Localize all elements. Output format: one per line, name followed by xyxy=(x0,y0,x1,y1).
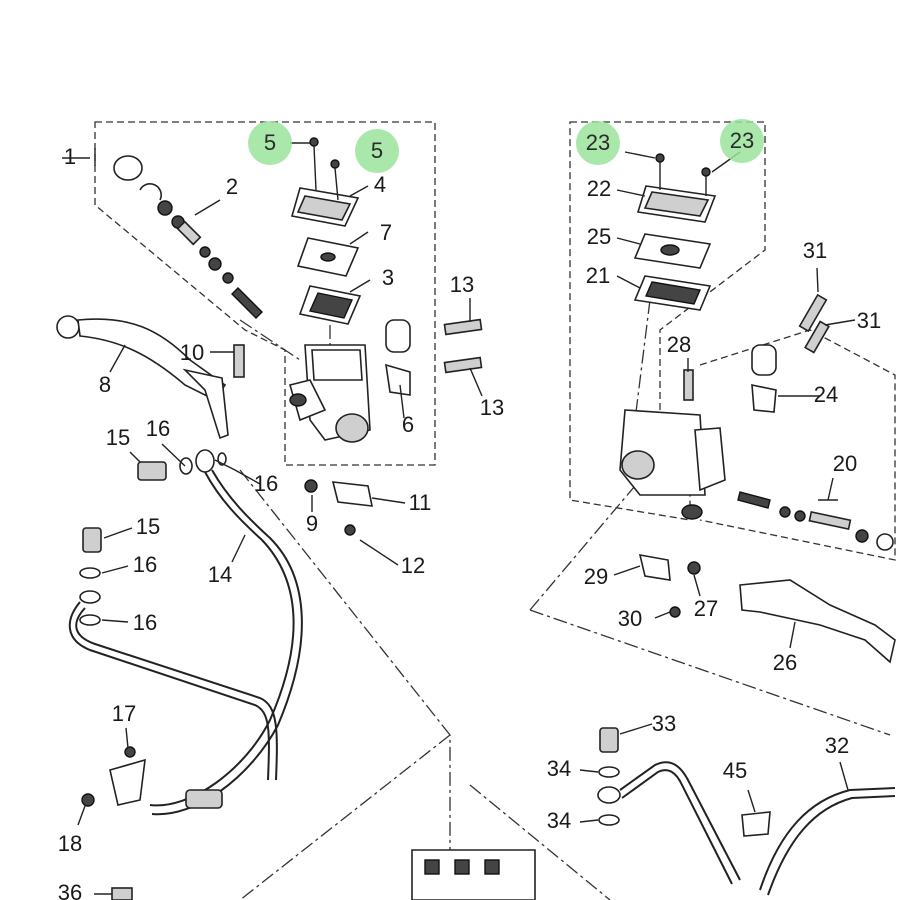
part-label-l18: 18 xyxy=(58,831,82,856)
assembly-outline-right xyxy=(569,121,766,521)
part-label-l25: 25 xyxy=(587,224,611,249)
right-cap-screws xyxy=(655,153,711,196)
right-clamp xyxy=(751,344,777,413)
part-label-l13b: 13 xyxy=(480,395,504,420)
left-master-cylinder xyxy=(289,344,371,443)
part-label-l7: 7 xyxy=(380,220,392,245)
part-label-l1: 1 xyxy=(64,144,76,169)
right-switch xyxy=(638,553,701,618)
part-label-l23b: 23 xyxy=(730,128,754,153)
centerline-3 xyxy=(239,734,451,900)
part-label-l6: 6 xyxy=(402,412,414,437)
part-label-l31b: 31 xyxy=(857,308,881,333)
highlight-circle-l23a xyxy=(576,121,620,165)
part-label-l45: 45 xyxy=(723,758,747,783)
assembly-outline-plunger xyxy=(699,329,896,561)
hydraulic-unit xyxy=(411,849,536,900)
right-reservoir-cap xyxy=(636,185,717,223)
left-clamp-bolts xyxy=(443,318,483,374)
highlight-layer xyxy=(248,119,764,173)
right-brake-pipe xyxy=(597,727,741,885)
left-piston-kit xyxy=(113,155,263,319)
part-label-l3: 3 xyxy=(382,265,394,290)
right-pivot-bolt xyxy=(683,369,694,401)
right-master-cylinder xyxy=(619,409,726,520)
part-label-l12: 12 xyxy=(401,553,425,578)
centerline-6 xyxy=(634,299,651,421)
right-piston-kit xyxy=(737,491,894,551)
part-label-l29: 29 xyxy=(584,564,608,589)
left-reservoir-cap xyxy=(290,187,360,227)
part-label-l36: 36 xyxy=(58,880,82,900)
left-lower-hose xyxy=(68,527,278,781)
left-pivot-bolt xyxy=(233,344,245,378)
part-label-l20: 20 xyxy=(833,451,857,476)
part-label-l22: 22 xyxy=(587,176,611,201)
part-label-l4: 4 xyxy=(374,172,386,197)
part-label-l15a: 15 xyxy=(106,425,130,450)
bottom-bolt xyxy=(111,887,133,900)
part-label-l2: 2 xyxy=(226,174,238,199)
part-label-l27: 27 xyxy=(694,596,718,621)
highlight-circle-l5a xyxy=(248,121,292,165)
part-label-l16a: 16 xyxy=(146,416,170,441)
part-label-l5b: 5 xyxy=(371,138,383,163)
part-label-l9: 9 xyxy=(306,511,318,536)
centerline-8 xyxy=(239,319,301,361)
part-label-l28: 28 xyxy=(667,332,691,357)
left-cap-screws xyxy=(309,137,340,201)
part-label-l8: 8 xyxy=(99,372,111,397)
left-diaphragm xyxy=(298,285,362,325)
right-diaphragm-plate xyxy=(633,233,712,269)
centerline-4 xyxy=(529,479,641,611)
left-diaphragm-plate xyxy=(296,237,360,277)
right-lever xyxy=(739,579,896,664)
part-label-l30: 30 xyxy=(618,606,642,631)
highlight-circle-l5b xyxy=(355,129,399,173)
part-label-l11: 11 xyxy=(409,490,432,515)
part-label-l34b: 34 xyxy=(547,808,571,833)
part-label-l13a: 13 xyxy=(450,272,474,297)
part-label-l34a: 34 xyxy=(547,756,571,781)
right-long-hose xyxy=(759,787,896,896)
centerline-1 xyxy=(239,469,451,900)
part-label-l21: 21 xyxy=(586,263,610,288)
part-label-l16d: 16 xyxy=(133,610,157,635)
part-label-l23a: 23 xyxy=(586,130,610,155)
centerline-2 xyxy=(469,784,611,900)
highlight-circle-l23b xyxy=(720,119,764,163)
left-lever xyxy=(56,315,229,440)
part-label-l10: 10 xyxy=(180,340,204,365)
part-label-l14: 14 xyxy=(208,562,232,587)
right-diaphragm xyxy=(633,275,712,311)
part-label-l32: 32 xyxy=(825,733,849,758)
pipe-clip xyxy=(741,811,771,837)
assembly-outline-left xyxy=(94,121,436,466)
part-label-l5a: 5 xyxy=(264,130,276,155)
left-hose-clamp xyxy=(81,746,146,807)
part-label-l33: 33 xyxy=(652,711,676,736)
part-label-l17: 17 xyxy=(112,701,136,726)
part-label-l26: 26 xyxy=(773,650,797,675)
right-clamp-bolts xyxy=(798,293,830,354)
part-label-l16c: 16 xyxy=(133,552,157,577)
part-label-l31a: 31 xyxy=(803,238,827,263)
part-label-l15b: 15 xyxy=(136,514,160,539)
part-label-l24: 24 xyxy=(814,382,838,407)
centerline-5 xyxy=(529,609,891,736)
left-clamp xyxy=(385,319,411,396)
left-switch xyxy=(304,479,374,536)
part-label-l16b: 16 xyxy=(254,471,278,496)
